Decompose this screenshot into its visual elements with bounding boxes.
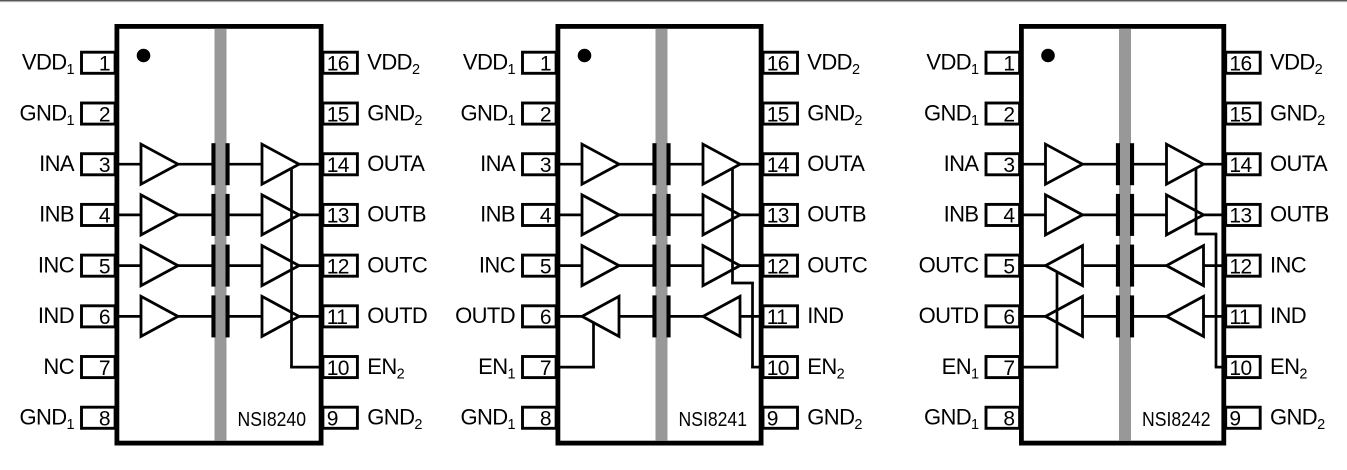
svg-text:12: 12 [327, 255, 349, 278]
svg-text:7: 7 [540, 357, 551, 380]
svg-text:10: 10 [767, 357, 789, 380]
svg-text:11: 11 [767, 306, 788, 329]
svg-text:GND2: GND2 [367, 100, 422, 129]
svg-text:INA: INA [480, 151, 516, 176]
svg-text:8: 8 [540, 408, 551, 431]
svg-text:1: 1 [99, 53, 110, 76]
svg-text:2: 2 [99, 103, 110, 126]
svg-text:9: 9 [327, 408, 338, 431]
svg-text:IND: IND [1270, 303, 1306, 328]
svg-text:10: 10 [1229, 357, 1251, 380]
svg-text:8: 8 [1003, 408, 1014, 431]
svg-text:VDD2: VDD2 [1270, 50, 1323, 79]
svg-text:13: 13 [1229, 205, 1251, 228]
svg-text:NSI8240: NSI8240 [238, 409, 307, 431]
svg-text:2: 2 [1003, 103, 1014, 126]
svg-text:6: 6 [1003, 306, 1014, 329]
svg-text:7: 7 [1003, 357, 1014, 380]
svg-text:OUTA: OUTA [807, 151, 865, 176]
svg-text:9: 9 [1229, 408, 1240, 431]
svg-text:11: 11 [327, 306, 348, 329]
svg-text:5: 5 [99, 255, 110, 278]
svg-text:5: 5 [1003, 255, 1014, 278]
svg-text:OUTC: OUTC [367, 252, 428, 277]
svg-text:VDD2: VDD2 [807, 50, 860, 79]
svg-text:GND1: GND1 [460, 405, 515, 434]
svg-text:8: 8 [99, 408, 110, 431]
svg-text:GND2: GND2 [367, 405, 422, 434]
svg-text:1: 1 [540, 53, 551, 76]
svg-text:7: 7 [99, 357, 110, 380]
svg-text:VDD2: VDD2 [367, 50, 420, 79]
svg-text:1: 1 [1003, 53, 1014, 76]
svg-text:13: 13 [327, 205, 349, 228]
svg-text:15: 15 [327, 103, 349, 126]
svg-text:OUTD: OUTD [367, 303, 427, 328]
svg-text:12: 12 [767, 255, 789, 278]
svg-text:OUTB: OUTB [367, 202, 426, 227]
svg-text:3: 3 [1003, 154, 1014, 177]
svg-text:GND2: GND2 [807, 100, 862, 129]
svg-text:2: 2 [540, 103, 551, 126]
svg-text:OUTA: OUTA [1270, 151, 1328, 176]
svg-text:6: 6 [540, 306, 551, 329]
svg-text:OUTD: OUTD [919, 303, 979, 328]
svg-text:OUTA: OUTA [367, 151, 425, 176]
svg-text:OUTD: OUTD [455, 303, 515, 328]
svg-text:INA: INA [944, 151, 980, 176]
svg-text:OUTB: OUTB [1270, 202, 1329, 227]
svg-text:15: 15 [767, 103, 789, 126]
svg-text:GND2: GND2 [1270, 100, 1325, 129]
svg-text:INC: INC [38, 252, 75, 277]
svg-text:GND1: GND1 [924, 100, 979, 129]
svg-text:3: 3 [540, 154, 551, 177]
svg-text:OUTB: OUTB [807, 202, 866, 227]
svg-text:14: 14 [1229, 154, 1252, 177]
svg-text:13: 13 [767, 205, 789, 228]
svg-text:IND: IND [807, 303, 843, 328]
svg-text:4: 4 [540, 205, 552, 228]
svg-text:3: 3 [99, 154, 110, 177]
svg-text:16: 16 [767, 53, 789, 76]
svg-text:GND1: GND1 [19, 100, 74, 129]
svg-text:NSI8241: NSI8241 [679, 409, 748, 431]
svg-text:6: 6 [99, 306, 110, 329]
svg-text:14: 14 [767, 154, 790, 177]
svg-text:14: 14 [327, 154, 350, 177]
svg-text:INB: INB [39, 202, 74, 227]
svg-text:INA: INA [39, 151, 75, 176]
svg-text:10: 10 [327, 357, 349, 380]
svg-text:4: 4 [1003, 205, 1015, 228]
svg-text:GND2: GND2 [1270, 405, 1325, 434]
svg-text:12: 12 [1229, 255, 1251, 278]
svg-text:VDD1: VDD1 [463, 50, 516, 79]
svg-text:GND2: GND2 [807, 405, 862, 434]
svg-text:INB: INB [944, 202, 979, 227]
svg-text:OUTC: OUTC [919, 252, 980, 277]
svg-text:VDD1: VDD1 [926, 50, 979, 79]
svg-text:GND1: GND1 [19, 405, 74, 434]
svg-text:INB: INB [480, 202, 515, 227]
svg-text:INC: INC [479, 252, 516, 277]
svg-text:NC: NC [43, 354, 74, 379]
svg-text:INC: INC [1270, 252, 1307, 277]
svg-text:15: 15 [1229, 103, 1251, 126]
svg-text:9: 9 [767, 408, 778, 431]
svg-text:IND: IND [38, 303, 74, 328]
svg-text:OUTC: OUTC [807, 252, 868, 277]
svg-text:16: 16 [1229, 53, 1251, 76]
svg-text:VDD1: VDD1 [22, 50, 75, 79]
svg-text:4: 4 [99, 205, 111, 228]
svg-text:16: 16 [327, 53, 349, 76]
svg-text:GND1: GND1 [460, 100, 515, 129]
svg-text:NSI8242: NSI8242 [1142, 409, 1211, 431]
svg-text:GND1: GND1 [924, 405, 979, 434]
svg-text:5: 5 [540, 255, 551, 278]
svg-text:11: 11 [1229, 306, 1250, 329]
